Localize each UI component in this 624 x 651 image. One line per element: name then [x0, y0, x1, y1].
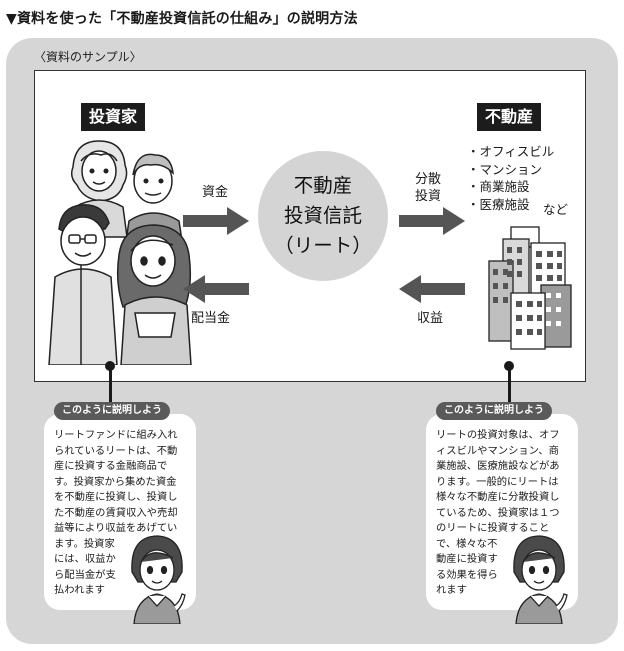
- right-bubble-tag: このように説明しよう: [436, 402, 552, 420]
- right-bubble-line: 動産に投資す: [436, 553, 498, 565]
- left-connector-line: [109, 366, 112, 406]
- sample-label: 〈資料のサンプル〉: [34, 50, 142, 64]
- fund-label-line3: （リート）: [274, 234, 372, 257]
- left-bubble-text: リートファンドに組み入れ られているリートは、不動 産に投資する金融商品で す。…: [54, 428, 178, 599]
- right-bubble-line: 様々な不動産に分散投資し: [436, 491, 560, 503]
- right-bubble-line: で、様々な不: [436, 537, 498, 550]
- fund-label-line1: 不動産: [293, 174, 353, 197]
- diversified-investment-label: 分散 投資: [415, 171, 441, 205]
- real-estate-tag: 不動産: [477, 103, 542, 131]
- left-bubble-line: 益等により収益をあげてい: [54, 522, 178, 534]
- left-bubble-line: を不動産に投資し、投資し: [54, 491, 178, 503]
- left-bubble-line: リートファンドに組み入れ: [54, 429, 178, 441]
- right-bubble-line: れます: [436, 584, 467, 596]
- dividend-arrow-label: 配当金: [191, 311, 231, 326]
- left-bubble-line: 払われます: [54, 584, 105, 596]
- presenter-left-illustration: [131, 535, 186, 624]
- real-estate-list: ・オフィスビル ・マンション ・商業施設 ・医療施設: [467, 143, 554, 213]
- left-bubble-line: す。投資家から集めた資金: [54, 475, 177, 488]
- right-bubble-line: ります。一般的にリートは: [436, 475, 559, 488]
- left-bubble-line: ら配当金が支: [54, 568, 116, 581]
- revenue-arrow-label: 収益: [417, 311, 444, 326]
- diversified-investment-label-line1: 分散: [415, 172, 442, 187]
- buildings-illustration: [488, 226, 572, 350]
- funds-arrow-label: 資金: [202, 185, 229, 200]
- right-bubble-text: リートの投資対象は、オフ ィスビルやマンション、商 業施設、医療施設などがあ り…: [436, 428, 560, 599]
- investor-tag: 投資家: [81, 103, 146, 131]
- funds-arrow-right-icon: [183, 207, 249, 235]
- page-heading: ▼資料を使った「不動産投資信託の仕組み」の説明方法: [6, 11, 358, 27]
- right-bubble-line: ているため、投資家は１つ: [436, 506, 560, 519]
- right-connector-line: [508, 366, 511, 406]
- right-bubble-line: ィスビルやマンション、商: [436, 444, 559, 457]
- right-bubble-line: 業施設、医療施設などがあ: [436, 460, 560, 472]
- left-bubble-line: ます。投資家: [54, 537, 115, 550]
- right-bubble-line: リートの投資対象は、オフ: [436, 429, 560, 441]
- investors-illustration: [48, 140, 192, 365]
- dividend-arrow-left-icon: [183, 275, 249, 303]
- left-bubble-line: た不動産の賃貸収入や売却: [54, 506, 178, 519]
- left-bubble-line: には、収益か: [54, 553, 116, 565]
- diagram-box: 投資家 不動産: [34, 70, 586, 382]
- real-estate-item-mansion: ・マンション: [467, 161, 543, 177]
- right-bubble-line: る効果を得ら: [436, 568, 498, 581]
- real-estate-item-medical: ・医療施設: [467, 196, 530, 212]
- revenue-arrow-left-icon: [399, 275, 465, 303]
- real-estate-item-commercial: ・商業施設: [467, 179, 530, 194]
- fund-label-line2: 投資信託: [283, 204, 362, 227]
- real-estate-etc: など: [543, 202, 569, 217]
- reit-fund-circle: 不動産 投資信託 （リート）: [258, 151, 388, 281]
- investment-arrow-right-icon: [399, 207, 465, 235]
- left-bubble-line: 産に投資する金融商品で: [54, 460, 168, 472]
- diversified-investment-label-line2: 投資: [415, 189, 442, 204]
- presenter-right-illustration: [513, 535, 568, 624]
- right-bubble-line: のリートに投資すること: [436, 522, 550, 534]
- left-bubble-tag: このように説明しよう: [54, 402, 170, 420]
- real-estate-item-office: ・オフィスビル: [467, 144, 555, 159]
- left-bubble-line: られているリートは、不動: [54, 444, 178, 457]
